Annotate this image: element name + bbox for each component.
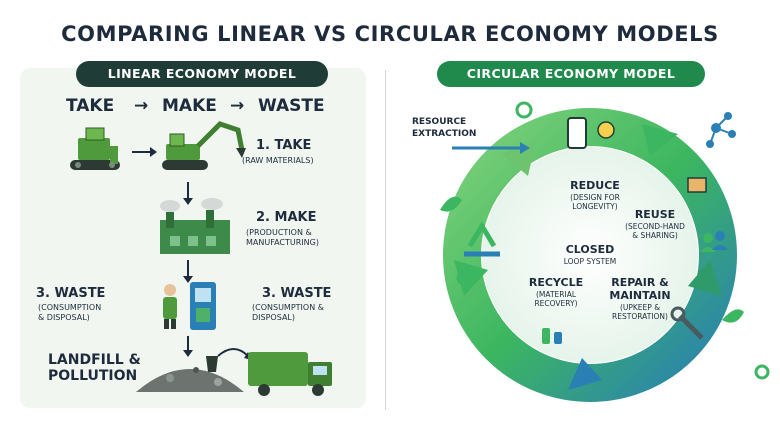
gear-icon	[515, 101, 533, 119]
excavator-icon	[162, 121, 246, 170]
bulldozer-icon	[70, 127, 120, 170]
step3-left-title: 3. WASTE	[36, 286, 106, 301]
people-icon	[700, 231, 728, 252]
step3-left-sub2: & DISPOSAL)	[38, 313, 90, 322]
flow-arrow-2: →	[230, 96, 245, 116]
flow-arrow-1: →	[134, 96, 149, 116]
flow-make: MAKE	[162, 96, 217, 116]
network-icon	[706, 112, 736, 148]
reuse-sub2: & SHARING)	[632, 231, 678, 240]
linear-illustration	[70, 121, 332, 396]
step1-sub: (RAW MATERIALS)	[242, 156, 314, 165]
step3-right-sub1: (CONSUMPTION &	[252, 303, 324, 312]
page-title: COMPARING LINEAR VS CIRCULAR ECONOMY MOD…	[61, 22, 719, 46]
loop-arrow-1	[642, 124, 678, 156]
landfill-icon	[136, 356, 244, 392]
landfill-line1: LANDFILL &	[48, 352, 141, 368]
gear-icon-2	[456, 270, 472, 286]
step3-right-sub2: DISPOSAL)	[252, 313, 295, 322]
recycle-sub2: RECOVERY)	[534, 299, 578, 308]
reuse-sub1: (SECOND-HAND	[625, 222, 685, 231]
resource-line2: EXTRACTION	[412, 129, 477, 139]
phone-icon	[567, 117, 587, 149]
flow-take: TAKE	[66, 96, 115, 116]
can-icon	[554, 332, 562, 344]
step2-sub2: MANUFACTURING)	[246, 238, 319, 247]
step3-right-title: 3. WASTE	[262, 286, 332, 301]
bottle-icon	[542, 328, 550, 344]
consumer-icon	[163, 282, 216, 330]
recycle-sub1: (MATERIAL	[536, 290, 576, 299]
landfill-line2: POLLUTION	[48, 368, 138, 384]
circular-loop	[440, 101, 770, 402]
recycle-icon	[464, 221, 500, 257]
step2-title: 2. MAKE	[256, 210, 317, 225]
repair-title1: REPAIR &	[611, 276, 669, 289]
loop-arrow-3	[568, 358, 602, 390]
garbage-truck-icon	[248, 352, 332, 396]
factory-icon	[160, 198, 230, 254]
reuse-title: REUSE	[634, 208, 676, 221]
leaf-icon	[440, 196, 462, 212]
linear-model-header: LINEAR ECONOMY MODEL	[76, 61, 328, 87]
closed-title: CLOSED	[565, 243, 615, 256]
flow-waste: WASTE	[258, 96, 325, 116]
repair-sub1: (UPKEEP &	[619, 303, 661, 312]
loop-arrow-2	[688, 260, 722, 296]
panel-divider	[385, 70, 386, 410]
repair-title2: MAINTAIN	[609, 289, 671, 302]
leaf-icon-2	[722, 309, 744, 323]
lightbulb-icon	[597, 121, 615, 139]
loop-center	[482, 147, 698, 363]
gear-icon-3	[754, 364, 770, 380]
closed-sub: LOOP SYSTEM	[563, 257, 617, 266]
step3-left-sub1: (CONSUMPTION	[38, 303, 102, 312]
recycle-title: RECYCLE	[528, 276, 584, 289]
resource-line1: RESOURCE	[412, 117, 467, 127]
reduce-sub1: (DESIGN FOR	[570, 193, 620, 202]
box-icon	[687, 177, 707, 193]
step2-sub1: (PRODUCTION &	[246, 228, 312, 237]
repair-sub2: RESTORATION)	[612, 312, 668, 321]
reduce-sub2: LONGEVITY)	[572, 202, 618, 211]
circular-model-header: CIRCULAR ECONOMY MODEL	[437, 61, 705, 87]
wrench-icon	[678, 314, 704, 340]
reduce-title: REDUCE	[570, 179, 620, 192]
step1-title: 1. TAKE	[256, 138, 312, 153]
